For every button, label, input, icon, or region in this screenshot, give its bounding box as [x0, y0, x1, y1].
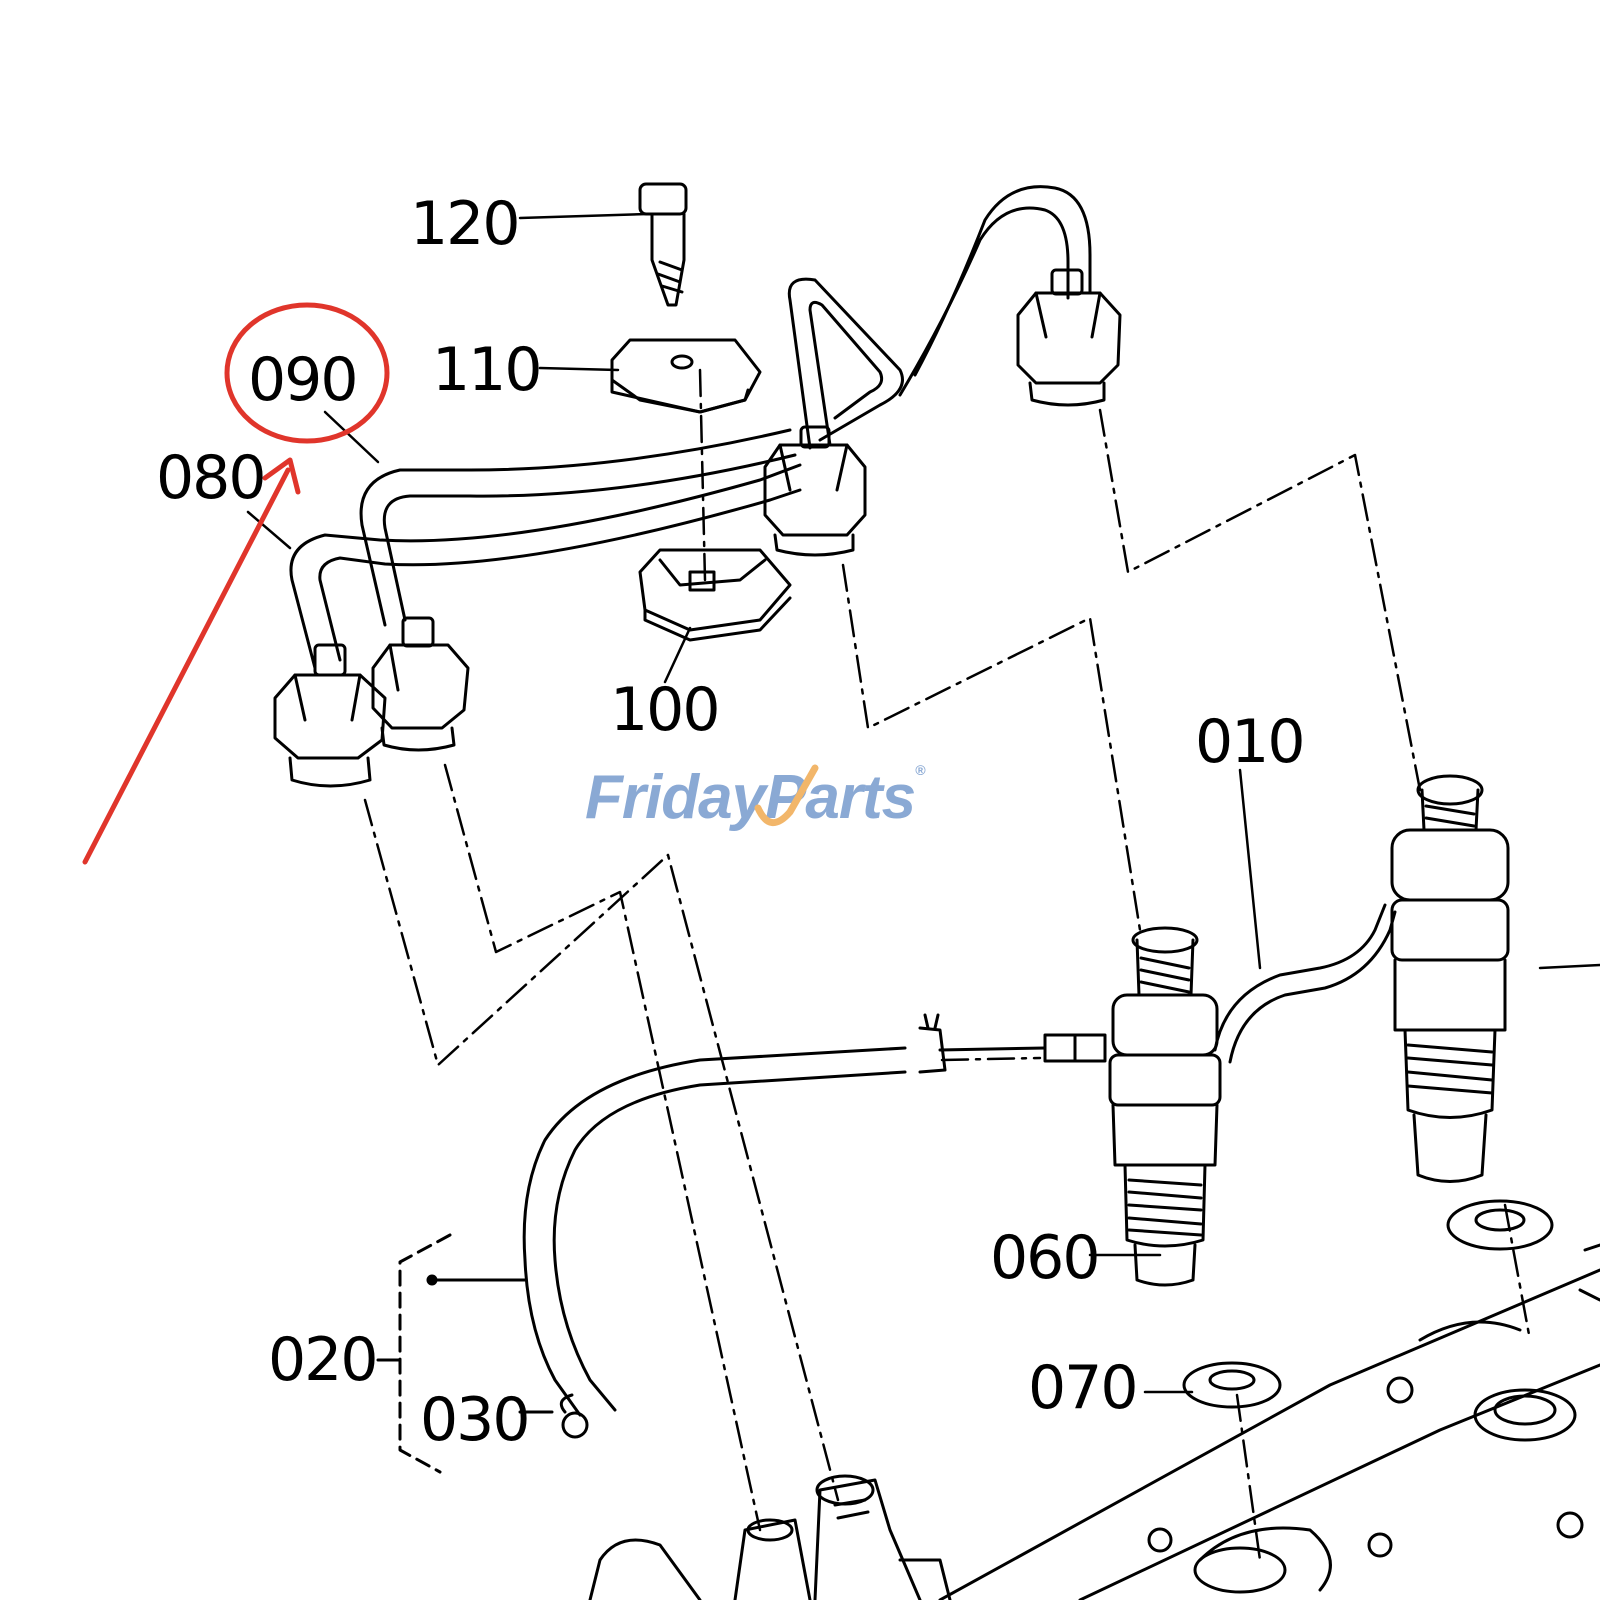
- bolt-120: [638, 182, 688, 307]
- pipe-nuts: [273, 268, 1122, 788]
- callout-010: 010: [1195, 707, 1306, 777]
- callout-120: 120: [410, 189, 521, 259]
- injectors: [1108, 774, 1510, 1287]
- banjo-hardware: [426, 1013, 1107, 1439]
- bracket-ticks: [376, 1358, 554, 1414]
- injection-pump: [588, 1474, 952, 1600]
- leader-lines: [246, 212, 1600, 1394]
- highlight-marker: [82, 302, 390, 865]
- leader-080: [246, 510, 292, 550]
- callout-110: 110: [432, 335, 543, 405]
- nut-4: [1016, 268, 1122, 407]
- watermark-registered-mark: ®: [915, 762, 925, 778]
- clamp-110: [610, 338, 762, 414]
- injection-pipes: [289, 185, 1397, 1417]
- callout-100: 100: [610, 675, 721, 745]
- highlight-circle: [224, 302, 390, 444]
- callout-020: 020: [268, 1325, 379, 1395]
- leader-120: [518, 212, 650, 220]
- injector-060: [1108, 926, 1222, 1287]
- highlight-arrow-shaft: [82, 467, 291, 865]
- leader-100: [663, 626, 692, 684]
- leader-010: [1238, 768, 1262, 970]
- clamp-parts: [610, 182, 792, 642]
- watermark-text-friday: Friday: [585, 763, 766, 832]
- highlight-arrow-head: [262, 457, 301, 495]
- clamp-100: [638, 548, 792, 642]
- watermark-logo: FridayParts®: [585, 762, 926, 833]
- leader-110: [538, 366, 620, 372]
- center-lines: [363, 368, 1532, 1562]
- callout-070: 070: [1028, 1353, 1139, 1423]
- leader-090: [323, 410, 380, 464]
- nut-1: [273, 643, 387, 788]
- cylinder-head: [938, 1243, 1600, 1600]
- bracket-020: [398, 1233, 452, 1474]
- washers: [1182, 1199, 1554, 1409]
- callout-090: 090: [248, 345, 359, 415]
- nut-3: [763, 425, 867, 557]
- callout-030: 030: [420, 1385, 531, 1455]
- watermark-text-parts: Parts: [765, 763, 916, 832]
- callout-080: 080: [156, 443, 267, 513]
- callout-060: 060: [990, 1223, 1101, 1293]
- injector-right: [1390, 774, 1510, 1183]
- nut-2: [371, 616, 470, 752]
- leader-right: [1538, 963, 1600, 970]
